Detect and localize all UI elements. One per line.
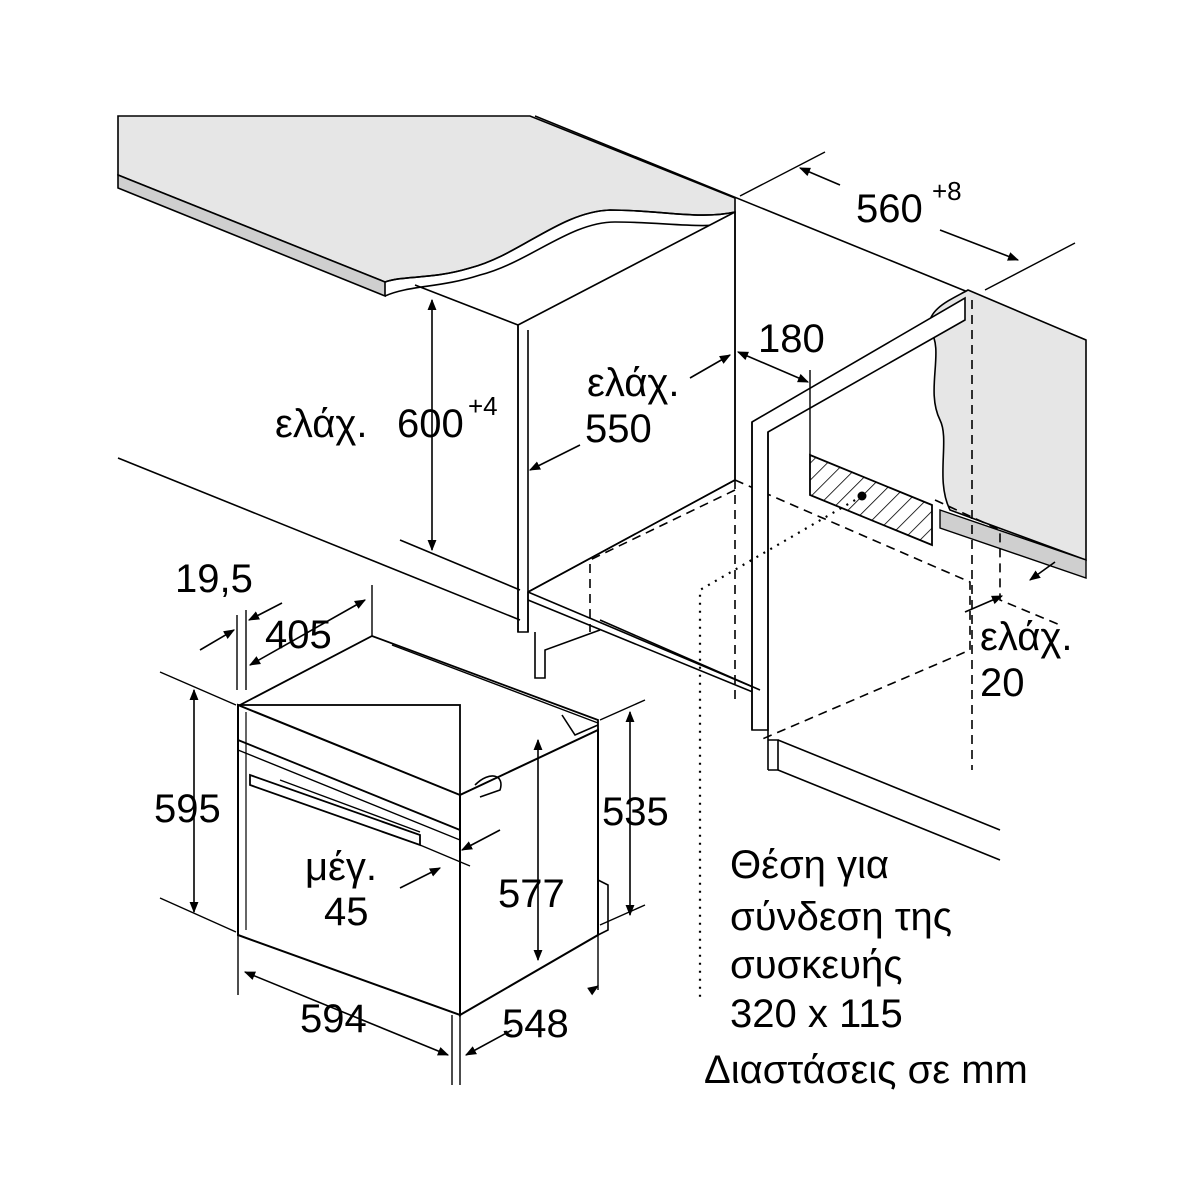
niche-width-value: 560 [856,187,923,231]
rear-depth-value: 405 [265,613,332,657]
dimension-lines [159,151,1076,1085]
oven [237,635,609,1017]
handle-max-prefix: μέγ. [305,845,377,889]
side-height-value: 535 [602,790,669,834]
note-line-2: σύνδεση της [730,895,952,939]
niche-width-tolerance: +8 [932,176,962,206]
units-note: Διαστάσεις σε mm [704,1048,1028,1092]
dimension-labels: 560 +8 ελάχ. 600 +4 ελάχ. 550 180 ελάχ. … [154,176,1072,1046]
panel-thickness-value: 19,5 [175,557,253,601]
width-value: 594 [300,997,367,1041]
note-line-4: 320 x 115 [730,992,903,1036]
socket-connection-area [698,453,933,1000]
countertop [117,115,1087,341]
min-gap-value: 20 [980,661,1025,705]
min-depth-prefix: ελάχ. [587,361,679,405]
front-height-value: 595 [154,787,221,831]
min-height-prefix: ελάχ. [275,402,367,446]
note-line-3: συσκευής [730,943,902,987]
right-cabinet-panel [928,289,1087,770]
cabinet-niche [117,210,1061,861]
handle-max-value: 45 [324,890,369,934]
body-height-value: 577 [498,872,565,916]
min-height-value: 600 [397,402,464,446]
min-gap-prefix: ελάχ. [980,615,1072,659]
connection-note: Θέση για σύνδεση της συσκευής 320 x 115 … [704,843,1028,1092]
min-height-tolerance: +4 [468,391,498,421]
min-depth-value: 550 [585,407,652,451]
socket-offset-value: 180 [758,317,825,361]
depth-value: 548 [502,1002,569,1046]
note-line-1: Θέση για [730,843,889,887]
